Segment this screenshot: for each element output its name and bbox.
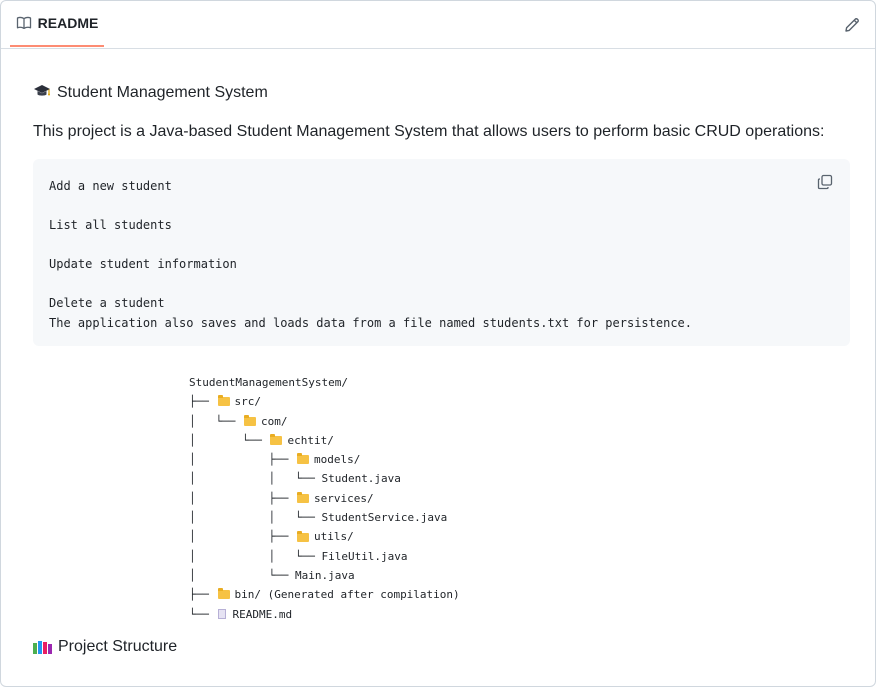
tree-branch: │ │ └── xyxy=(189,511,322,525)
tab-readme-label: README xyxy=(37,15,99,31)
graduation-cap-emoji-icon xyxy=(33,83,51,103)
tree-row: │ ├── models/ xyxy=(189,450,460,469)
tree-row: │ └── echtit/ xyxy=(189,431,460,450)
tree-row: │ ├── utils/ xyxy=(189,527,460,546)
tree-entry-name: StudentService.java xyxy=(321,511,448,525)
tree-entry-name: com/ xyxy=(260,414,288,428)
tree-branch: │ │ └── xyxy=(189,472,322,486)
tree-entry-name: StudentManagementSystem/ xyxy=(189,376,348,389)
tree-branch: │ │ └── xyxy=(189,549,322,563)
folder-icon xyxy=(270,434,283,446)
folder-icon xyxy=(217,395,230,407)
tree-branch: │ ├── xyxy=(189,491,295,505)
tree-row: │ ├── services/ xyxy=(189,489,460,508)
code-block-text: Add a new student List all students Upda… xyxy=(49,179,692,330)
edit-button[interactable] xyxy=(843,16,861,34)
file-icon xyxy=(217,609,226,620)
books-emoji-icon xyxy=(33,640,52,654)
directory-tree: StudentManagementSystem/├── src/│ └── co… xyxy=(189,373,460,624)
folder-icon xyxy=(296,491,309,503)
tree-row: ├── src/ xyxy=(189,392,460,411)
copy-button[interactable] xyxy=(816,173,834,191)
tree-row: │ │ └── StudentService.java xyxy=(189,508,460,527)
folder-icon xyxy=(296,530,309,542)
readme-heading: Student Management System xyxy=(33,83,268,103)
folder-icon xyxy=(243,414,256,426)
tree-branch: └── xyxy=(189,607,216,621)
tree-entry-name: src/ xyxy=(234,395,262,409)
tab-readme[interactable]: README xyxy=(10,1,104,47)
tree-row: │ │ └── FileUtil.java xyxy=(189,547,460,566)
tree-entry-name: README.md xyxy=(232,607,293,621)
folder-icon xyxy=(217,588,230,600)
project-structure-heading-text: Project Structure xyxy=(58,638,178,655)
tree-entry-name: utils/ xyxy=(313,530,354,544)
folder-icon xyxy=(296,453,309,465)
tree-entry-name: services/ xyxy=(313,491,374,505)
tree-entry-name: Student.java xyxy=(321,472,401,486)
tree-entry-name: Main.java xyxy=(294,568,355,582)
tree-branch: ├── xyxy=(189,395,216,409)
project-structure-heading: Project Structure xyxy=(33,638,177,656)
readme-header: README xyxy=(1,1,875,49)
book-icon xyxy=(16,15,32,31)
tree-row: StudentManagementSystem/ xyxy=(189,373,460,392)
tree-row: │ │ └── Student.java xyxy=(189,469,460,488)
tree-entry-name: echtit/ xyxy=(287,433,334,447)
tree-branch: │ ├── xyxy=(189,453,295,467)
tree-row: ├── bin/ (Generated after compilation) xyxy=(189,585,460,604)
tree-branch: │ └── xyxy=(189,414,242,428)
tree-row: └── README.md xyxy=(189,605,460,624)
tree-entry-name: models/ xyxy=(313,453,361,467)
tree-entry-name: bin/ (Generated after compilation) xyxy=(234,588,460,602)
readme-heading-text: Student Management System xyxy=(57,84,268,101)
code-block: Add a new student List all students Upda… xyxy=(33,159,850,346)
tree-branch: │ └── xyxy=(189,568,295,582)
tree-row: │ └── com/ xyxy=(189,412,460,431)
tree-branch: │ └── xyxy=(189,433,269,447)
readme-intro: This project is a Java-based Student Man… xyxy=(33,123,825,140)
tree-branch: │ ├── xyxy=(189,530,295,544)
tree-row: │ └── Main.java xyxy=(189,566,460,585)
copy-icon xyxy=(816,174,834,195)
tree-branch: ├── xyxy=(189,588,216,602)
pencil-icon xyxy=(843,18,861,38)
tree-entry-name: FileUtil.java xyxy=(321,549,408,563)
